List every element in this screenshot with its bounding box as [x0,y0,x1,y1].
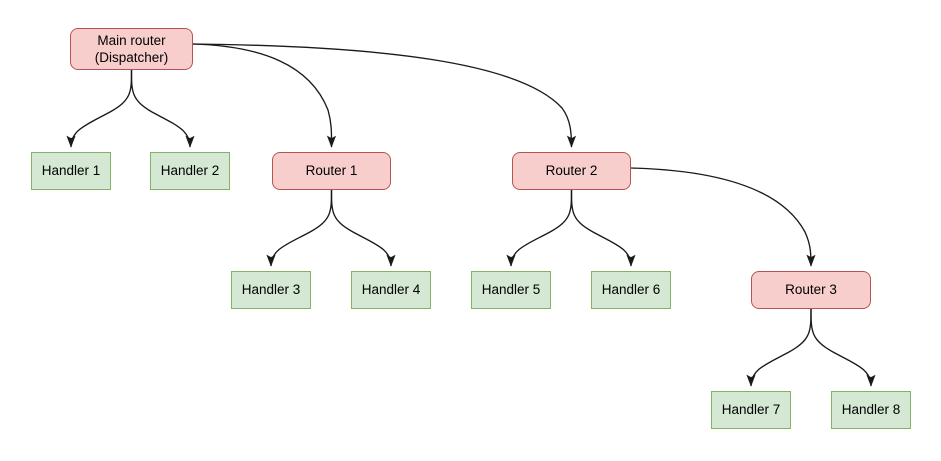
node-handler-8-label: Handler 8 [841,402,901,418]
node-router-3[interactable]: Router 3 [751,271,871,309]
edge-router-2-to-handler-5 [506,189,573,267]
edge-main-to-router-2 [192,43,577,148]
edge-main-to-handler-2 [130,69,195,148]
node-main-router-label: Main router (Dispatcher) [94,32,169,65]
edge-router-1-to-handler-4 [330,189,396,267]
edge-main-to-handler-1 [66,69,133,148]
node-router-1-label: Router 1 [305,163,358,179]
node-handler-5-label: Handler 5 [481,282,541,298]
node-handler-1-label: Handler 1 [41,163,101,179]
node-handler-2-label: Handler 2 [160,163,220,179]
node-router-2-label: Router 2 [545,163,598,179]
edge-main-to-router-1 [192,43,337,148]
edge-router-3-to-handler-8 [810,308,876,387]
node-handler-1[interactable]: Handler 1 [31,152,111,190]
edge-router-2-to-handler-6 [570,189,636,267]
node-handler-6[interactable]: Handler 6 [591,271,671,309]
edge-router-1-to-handler-3 [266,189,333,267]
node-handler-6-label: Handler 6 [601,282,661,298]
node-router-2[interactable]: Router 2 [512,152,631,190]
node-handler-2[interactable]: Handler 2 [150,152,230,190]
node-handler-7-label: Handler 7 [721,402,781,418]
node-handler-7[interactable]: Handler 7 [711,391,791,429]
node-handler-5[interactable]: Handler 5 [471,271,551,309]
node-handler-3-label: Handler 3 [241,282,301,298]
edge-router-3-to-handler-7 [746,308,812,387]
node-router-1[interactable]: Router 1 [272,152,391,190]
node-main-router[interactable]: Main router (Dispatcher) [70,28,193,70]
node-handler-4-label: Handler 4 [361,282,421,298]
node-handler-4[interactable]: Handler 4 [351,271,431,309]
node-handler-8[interactable]: Handler 8 [831,391,911,429]
node-handler-3[interactable]: Handler 3 [231,271,311,309]
node-router-3-label: Router 3 [785,282,837,298]
edge-router-2-to-router-3 [630,167,816,267]
